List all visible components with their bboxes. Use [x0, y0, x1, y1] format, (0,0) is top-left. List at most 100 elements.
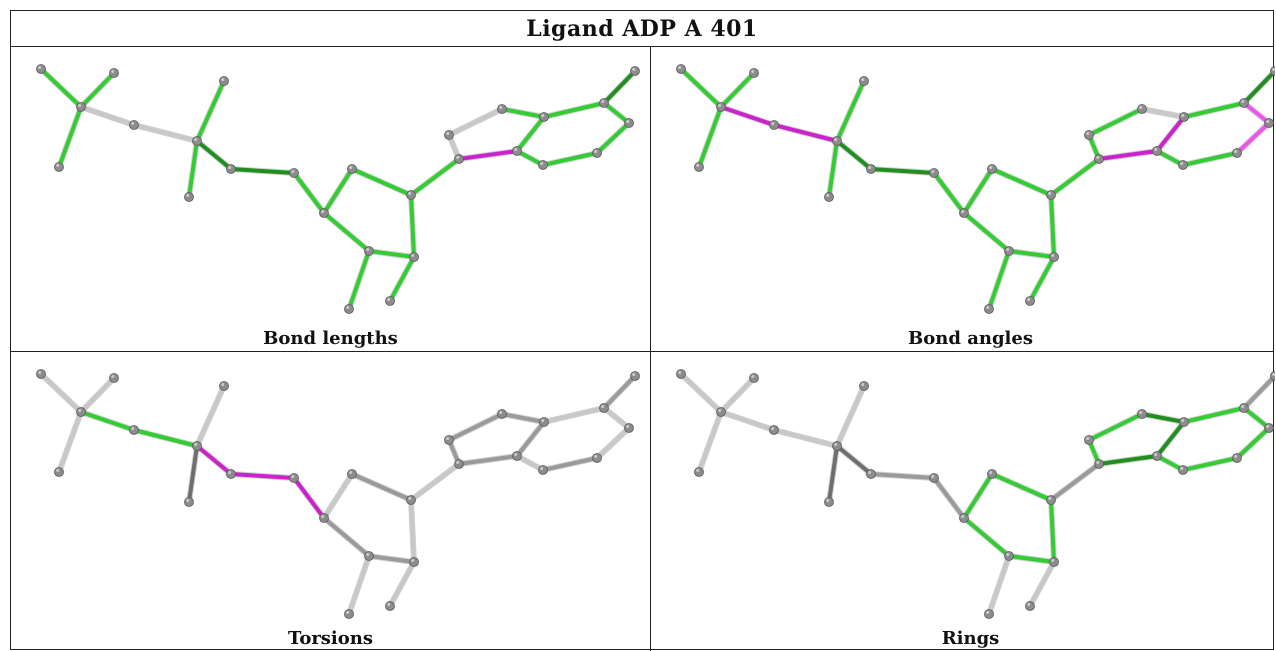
atom-highlight	[1181, 114, 1185, 117]
atom-highlight	[366, 248, 370, 251]
atom-18	[1084, 435, 1094, 445]
atom-12	[406, 190, 416, 200]
atom-highlight	[1241, 405, 1245, 408]
atom-20	[539, 112, 549, 122]
bond-12-17	[409, 157, 461, 197]
bond-14-16	[388, 560, 416, 608]
bond-20-21	[1182, 101, 1246, 119]
bond-21-23	[1242, 406, 1271, 430]
atom-23	[1264, 118, 1274, 128]
bond-13-15	[987, 554, 1011, 616]
bond-21-22	[1242, 69, 1275, 105]
atom-highlight	[1086, 132, 1090, 135]
bond-21-23	[1242, 101, 1271, 125]
bond-1-4	[79, 105, 136, 127]
atom-13	[1004, 246, 1014, 256]
atom-25	[538, 465, 548, 475]
bond-5-6	[835, 79, 866, 143]
atom-19	[1137, 104, 1147, 114]
atom-highlight	[1154, 148, 1158, 151]
bond-13-10	[322, 516, 371, 558]
atom-highlight	[221, 78, 225, 81]
atom-highlight	[1241, 100, 1245, 103]
atom-24	[1232, 453, 1242, 463]
bond-5-7	[187, 139, 199, 199]
atom-highlight	[366, 553, 370, 556]
atom-highlight	[387, 603, 391, 606]
bond-21-22	[602, 374, 637, 410]
bond-4-5	[132, 123, 199, 143]
atom-21	[599, 403, 609, 413]
bond-25-26	[515, 149, 545, 167]
atom-3	[54, 162, 64, 172]
atom-17	[454, 154, 464, 164]
molecule-bond-lengths	[36, 64, 640, 314]
bond-11-12	[350, 167, 413, 197]
atom-highlight	[989, 471, 993, 474]
atom-13	[364, 551, 374, 561]
atom-8	[226, 164, 236, 174]
atom-14	[1049, 252, 1059, 262]
bond-24-25	[1181, 456, 1239, 472]
bond-10-11	[322, 472, 354, 520]
bond-8-9	[229, 167, 296, 175]
bond-1-0	[679, 67, 723, 109]
bond-5-7	[827, 139, 839, 199]
atom-highlight	[1027, 603, 1031, 606]
bond-4-5	[132, 428, 199, 448]
atom-3	[54, 467, 64, 477]
atom-highlight	[131, 122, 135, 125]
atom-highlight	[632, 373, 636, 376]
atom-4	[769, 425, 779, 435]
panel-bond-angles: Bond angles	[651, 47, 1276, 351]
atom-highlight	[1006, 553, 1010, 556]
atom-highlight	[826, 499, 830, 502]
molecule-bond-angles	[676, 64, 1275, 314]
atom-highlight	[1181, 419, 1185, 422]
atom-3	[694, 162, 704, 172]
bond-10-11	[962, 167, 994, 215]
atom-highlight	[961, 210, 965, 213]
atom-20	[1179, 417, 1189, 427]
atom-highlight	[194, 443, 198, 446]
atom-highlight	[349, 471, 353, 474]
bond-13-15	[987, 249, 1011, 311]
atom-10	[959, 513, 969, 523]
bond-23-24	[1235, 121, 1271, 155]
atom-16	[385, 296, 395, 306]
atom-20	[539, 417, 549, 427]
bond-23-24	[595, 121, 631, 155]
panel-label-bond-angles: Bond angles	[908, 328, 1033, 349]
bond-14-16	[1028, 255, 1056, 303]
atom-highlight	[1234, 455, 1238, 458]
atom-18	[1084, 130, 1094, 140]
bond-10-11	[322, 167, 354, 215]
atom-4	[129, 425, 139, 435]
atom-25	[1178, 160, 1188, 170]
atom-highlight	[1051, 254, 1055, 257]
bonds	[678, 66, 1275, 312]
atom-7	[824, 497, 834, 507]
atom-26	[512, 146, 522, 156]
bond-20-21	[1182, 406, 1246, 424]
bond-13-10	[962, 516, 1011, 558]
bond-13-15	[347, 249, 371, 311]
bond-19-20	[500, 412, 546, 424]
atom-highlight	[594, 455, 598, 458]
bond-24-25	[541, 151, 599, 167]
bond-4-5	[772, 428, 839, 448]
atom-highlight	[291, 475, 295, 478]
atom-highlight	[131, 427, 135, 430]
atom-1	[76, 102, 86, 112]
bond-11-12	[990, 167, 1053, 197]
bond-1-3	[57, 410, 83, 474]
bond-1-3	[57, 105, 83, 169]
atom-0	[676, 64, 686, 74]
atom-highlight	[1051, 559, 1055, 562]
bond-20-21	[542, 101, 606, 119]
atom-highlight	[931, 475, 935, 478]
bond-19-20	[500, 107, 546, 119]
bond-18-19	[447, 107, 504, 137]
atom-highlight	[931, 170, 935, 173]
atom-24	[592, 148, 602, 158]
